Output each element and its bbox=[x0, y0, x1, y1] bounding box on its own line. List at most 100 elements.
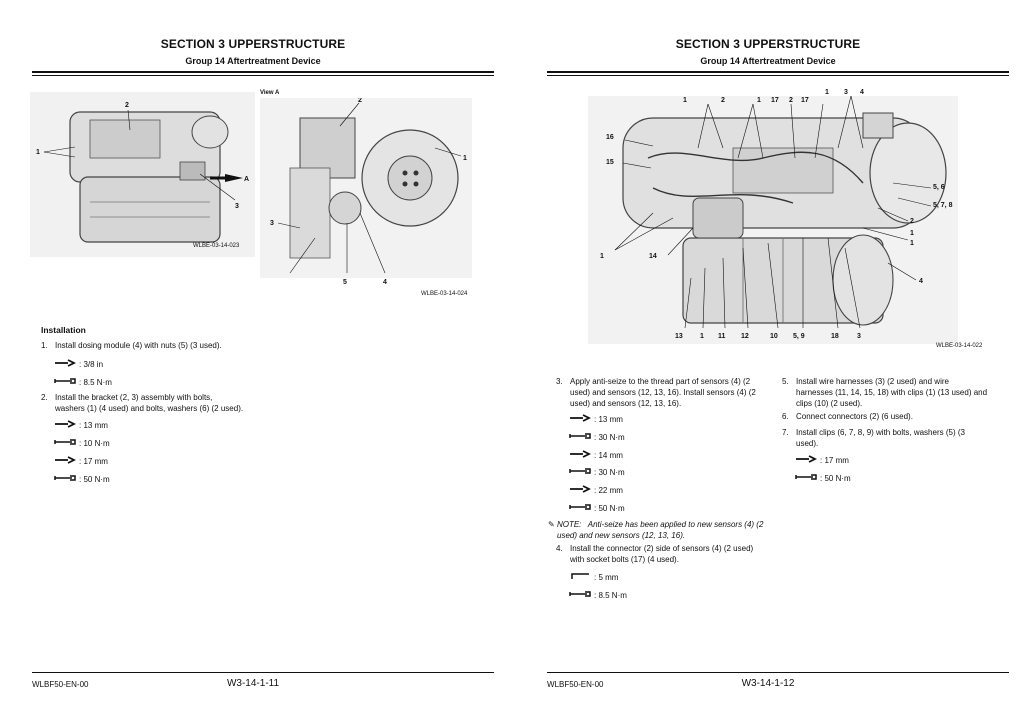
callout-3: 3 bbox=[844, 89, 848, 96]
fig2-callout-1: 1 bbox=[463, 155, 467, 162]
footer-code: WLBF50-EN-00 bbox=[32, 680, 89, 689]
torque-wrench-icon bbox=[569, 590, 591, 600]
callout-14: 14 bbox=[649, 253, 657, 260]
callout-1: 1 bbox=[910, 240, 914, 247]
header-rule bbox=[32, 71, 494, 73]
callout-5-7-8: 5, 7, 8 bbox=[933, 202, 953, 209]
callout-1: 1 bbox=[757, 97, 761, 104]
torque-wrench-icon bbox=[54, 438, 76, 448]
footer-rule bbox=[32, 672, 494, 673]
figure-view-a: 2 1 3 6 bbox=[260, 98, 472, 278]
callout-12: 12 bbox=[741, 333, 749, 340]
header-rule-thin bbox=[547, 75, 1009, 76]
step-4: 4.Install the connector (2) side of sens… bbox=[556, 544, 754, 564]
callout-1: 1 bbox=[683, 97, 687, 104]
callout-10: 10 bbox=[770, 333, 778, 340]
spec-torque: : 8.5 N·m bbox=[569, 590, 627, 600]
fig1-callout-1: 1 bbox=[36, 149, 40, 156]
callout-5-6: 5, 6 bbox=[933, 184, 945, 191]
installation-heading: Installation bbox=[41, 325, 86, 335]
figure-code: WLBE-03-14-024 bbox=[421, 291, 468, 297]
figure-code: WLBE-03-14-023 bbox=[193, 243, 240, 249]
left-page: SECTION 3 UPPERSTRUCTURE Group 14 Aftert… bbox=[8, 0, 498, 723]
fig2-callout-2: 2 bbox=[358, 98, 362, 104]
wrench-icon bbox=[54, 456, 77, 466]
note: ✎ NOTE: Anti-seize has been applied to n… bbox=[548, 520, 764, 540]
footer-rule bbox=[547, 672, 1009, 673]
page-number: W3-14-1-12 bbox=[741, 678, 795, 689]
fig2-callout-5: 5 bbox=[343, 279, 347, 286]
header-rule bbox=[547, 71, 1009, 73]
wrench-icon bbox=[54, 420, 77, 430]
callout-18: 18 bbox=[831, 333, 839, 340]
spec-torque: : 8.5 N·m bbox=[54, 377, 112, 387]
spec-torque: : 30 N·m bbox=[569, 467, 625, 477]
spec-torque: : 10 N·m bbox=[54, 438, 110, 448]
callout-2: 2 bbox=[910, 218, 914, 225]
callout-15: 15 bbox=[606, 159, 614, 166]
callout-2: 2 bbox=[789, 97, 793, 104]
spec-hex-key: : 5 mm bbox=[569, 572, 618, 582]
torque-wrench-icon bbox=[54, 377, 76, 387]
callout-16: 16 bbox=[606, 134, 614, 141]
torque-wrench-icon bbox=[795, 473, 817, 483]
step-2: 2.Install the bracket (2, 3) assembly wi… bbox=[41, 393, 244, 413]
section-title: SECTION 3 UPPERSTRUCTURE bbox=[160, 37, 346, 51]
fig2-callout-3: 3 bbox=[270, 220, 274, 227]
spec-wrench: : 13 mm bbox=[569, 414, 623, 424]
group-title: Group 14 Aftertreatment Device bbox=[185, 56, 321, 66]
spec-wrench: : 14 mm bbox=[569, 450, 623, 460]
fig2-callout-4: 4 bbox=[383, 279, 387, 286]
view-label: View A bbox=[260, 90, 280, 96]
callout-1: 1 bbox=[910, 230, 914, 237]
callout-1: 1 bbox=[825, 89, 829, 96]
spec-torque: : 50 N·m bbox=[54, 474, 110, 484]
group-title: Group 14 Aftertreatment Device bbox=[700, 56, 836, 66]
callout-5-9: 5, 9 bbox=[793, 333, 805, 340]
torque-wrench-icon bbox=[569, 467, 591, 477]
callout-11: 11 bbox=[718, 333, 726, 340]
step-6: 6.Connect connectors (2) (6 used). bbox=[782, 412, 913, 421]
step-3: 3.Apply anti-seize to the thread part of… bbox=[556, 377, 756, 408]
spec-torque: : 50 N·m bbox=[795, 473, 851, 483]
spec-wrench: : 13 mm bbox=[54, 420, 108, 430]
pencil-icon: ✎ bbox=[548, 520, 555, 529]
callout-2: 2 bbox=[721, 97, 725, 104]
spec-torque: : 50 N·m bbox=[569, 503, 625, 513]
header-rule-thin bbox=[32, 75, 494, 76]
torque-wrench-icon bbox=[569, 432, 591, 442]
spec-wrench: : 17 mm bbox=[795, 455, 849, 465]
figure-code: WLBE-03-14-022 bbox=[936, 343, 983, 349]
fig2-bottom-callouts: 5 4 bbox=[343, 279, 387, 286]
spec-wrench: : 17 mm bbox=[54, 456, 108, 466]
callout-4: 4 bbox=[860, 89, 864, 96]
step-5: 5.Install wire harnesses (3) (2 used) an… bbox=[782, 377, 988, 408]
wrench-icon bbox=[569, 414, 592, 424]
figure-aftertreatment-device: 1 2 1 17 2 17 1 3 4 16 15 1 14 5, 6 5, 7… bbox=[563, 88, 983, 346]
callout-17: 17 bbox=[771, 97, 779, 104]
callout-1: 1 bbox=[600, 253, 604, 260]
callout-13: 13 bbox=[675, 333, 683, 340]
fig1-callout-2: 2 bbox=[125, 102, 129, 109]
spec-torque: : 30 N·m bbox=[569, 432, 625, 442]
wrench-icon bbox=[569, 450, 592, 460]
callout-3: 3 bbox=[857, 333, 861, 340]
spec-wrench: : 22 mm bbox=[569, 485, 623, 495]
step-7: 7.Install clips (6, 7, 8, 9) with bolts,… bbox=[782, 428, 965, 448]
callout-4: 4 bbox=[919, 278, 923, 285]
wrench-icon bbox=[54, 359, 77, 369]
section-title: SECTION 3 UPPERSTRUCTURE bbox=[675, 37, 861, 51]
torque-wrench-icon bbox=[569, 503, 591, 513]
torque-wrench-icon bbox=[54, 474, 76, 484]
figure-dosing-module-overview: 2 1 3 A bbox=[30, 92, 255, 257]
wrench-icon bbox=[795, 455, 818, 465]
hex-key-icon bbox=[569, 572, 591, 582]
fig1-callout-3: 3 bbox=[235, 203, 239, 210]
callout-17: 17 bbox=[801, 97, 809, 104]
spec-wrench: : 3/8 in bbox=[54, 359, 103, 369]
footer-code: WLBF50-EN-00 bbox=[547, 680, 604, 689]
fig1-callout-a: A bbox=[244, 176, 249, 183]
callout-1: 1 bbox=[700, 333, 704, 340]
wrench-icon bbox=[569, 485, 592, 495]
page-number: W3-14-1-11 bbox=[226, 678, 280, 689]
